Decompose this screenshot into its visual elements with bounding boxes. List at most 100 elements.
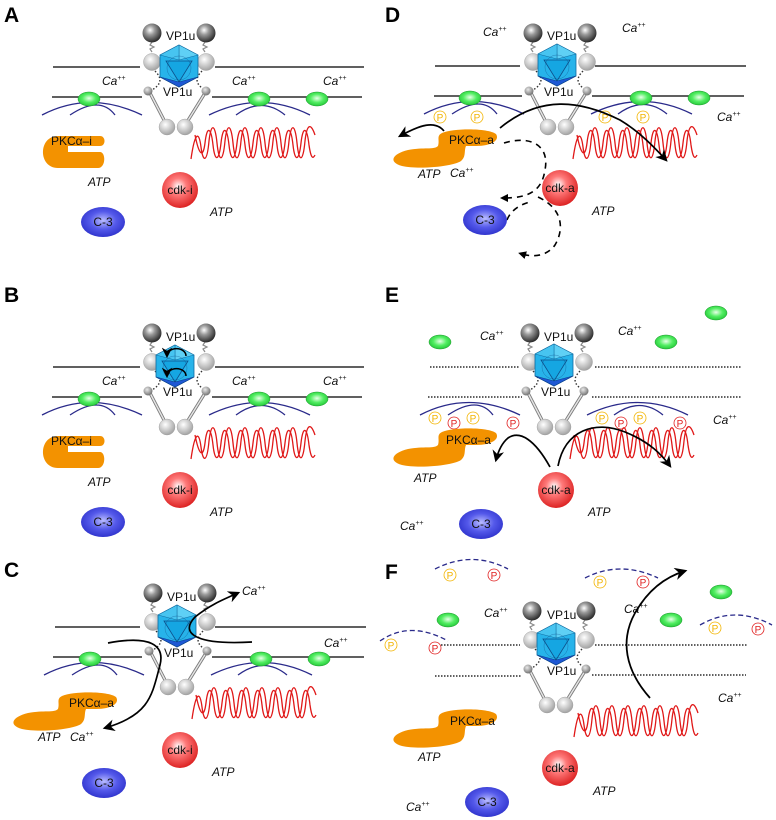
- svg-text:Ca++: Ca++: [713, 413, 737, 427]
- phospho-yellow: P: [384, 638, 398, 652]
- pkc-label: PKCα–a: [446, 433, 491, 447]
- helix: [190, 425, 316, 460]
- svg-text:Ca++: Ca++: [232, 374, 256, 388]
- lamina-arc: [237, 664, 288, 676]
- vp1u-capsid-icon: [155, 344, 195, 388]
- panel-label: C: [4, 559, 19, 582]
- c3-ellipse: [459, 509, 503, 539]
- ca-label: Ca++: [718, 691, 742, 705]
- svg-text:P: P: [599, 414, 606, 425]
- lamina-fragment: [379, 629, 449, 642]
- atp-label: ATP: [592, 784, 615, 798]
- panel-label: F: [385, 561, 398, 584]
- helix: [573, 703, 699, 738]
- phospho-yellow: P: [428, 411, 442, 425]
- ca-label: Ca++: [323, 74, 347, 88]
- pkc-label: PKCα–i: [51, 134, 92, 148]
- panel-label: E: [385, 284, 399, 307]
- atp-label: ATP: [209, 205, 232, 219]
- panel-a: A VP1u VP1u Ca++ Ca++ Ca++ PKCα–i ATP cd…: [4, 4, 364, 237]
- green-receptor: [247, 91, 271, 107]
- svg-text:P: P: [677, 419, 684, 430]
- vp1u-label: VP1u: [541, 385, 570, 399]
- lamina-arc: [235, 404, 286, 416]
- svg-text:P: P: [755, 625, 762, 636]
- vp1u-label: VP1u: [544, 330, 573, 344]
- panel-f: F P P P P P P P P VP1u VP1u Ca++ Ca++ Ca…: [379, 558, 773, 817]
- cdk-sphere: [542, 750, 578, 786]
- phospho-yellow: P: [433, 110, 447, 124]
- green-receptor: [629, 90, 653, 106]
- svg-text:Ca++: Ca++: [483, 25, 507, 39]
- c3-ellipse: [82, 768, 126, 798]
- atp-label: ATP: [417, 167, 440, 181]
- c3-ellipse: [81, 507, 125, 537]
- ca-label: Ca++: [717, 110, 741, 124]
- panel-label: B: [4, 284, 19, 307]
- vp1u-label: VP1u: [163, 85, 192, 99]
- svg-text:P: P: [451, 419, 458, 430]
- vp1u-capsid-icon: [536, 622, 576, 666]
- svg-text:P: P: [602, 113, 609, 124]
- green-receptor: [307, 651, 331, 667]
- vp1u-label: VP1u: [166, 330, 195, 344]
- green-receptor: [77, 391, 101, 407]
- panel-b: B VP1u VP1u Ca++ Ca++ Ca++ PKCα–i ATP cd…: [4, 284, 364, 537]
- svg-text:Ca++: Ca++: [102, 74, 126, 88]
- svg-text:P: P: [432, 644, 439, 655]
- panel-d: D P P P P VP1u VP1u Ca++ Ca++ Ca++ Ca++ …: [385, 4, 746, 259]
- cdk-to-helix-arrow: [557, 426, 672, 468]
- svg-text:P: P: [437, 113, 444, 124]
- ca-label: Ca++: [480, 329, 504, 343]
- cdk-sphere: [162, 732, 198, 768]
- lamina-arc: [69, 104, 116, 116]
- atp-label: ATP: [417, 750, 440, 764]
- green-receptor: [247, 391, 271, 407]
- pkc-to-helix-arrow: [499, 103, 668, 162]
- green-receptor: [249, 651, 273, 667]
- c3-label: C-3: [477, 795, 497, 809]
- phospho-yellow: P: [595, 411, 609, 425]
- pkc-label: PKCα–a: [69, 696, 114, 710]
- ca-label: Ca++: [713, 413, 737, 427]
- green-receptor: [305, 391, 329, 407]
- panel-c: C VP1u VP1u Ca++ Ca++ Ca++ PKCα–a ATP cd…: [4, 559, 366, 798]
- vp1u-label: VP1u: [547, 664, 576, 678]
- rotation-arrow: [161, 347, 187, 359]
- exit-arrow: [625, 567, 688, 699]
- svg-text:P: P: [597, 578, 604, 589]
- cdk-to-pkc-arrow: [492, 434, 551, 468]
- green-receptor-released: [704, 305, 728, 321]
- svg-text:Ca++: Ca++: [406, 800, 430, 814]
- phospho-red: P: [614, 416, 628, 430]
- green-receptor-released: [654, 334, 678, 350]
- svg-text:Ca++: Ca++: [717, 110, 741, 124]
- svg-text:P: P: [447, 571, 454, 582]
- ca-label: Ca++: [324, 636, 348, 650]
- dashed-cycle-arrow: [500, 139, 547, 202]
- phospho-red: P: [751, 622, 765, 636]
- svg-text:Ca++: Ca++: [102, 374, 126, 388]
- phospho-yellow: P: [633, 411, 647, 425]
- ca-label: Ca++: [102, 74, 126, 88]
- green-receptor: [78, 651, 102, 667]
- ca-label: Ca++: [232, 74, 256, 88]
- svg-text:Ca++: Ca++: [323, 74, 347, 88]
- svg-text:P: P: [510, 419, 517, 430]
- helix: [569, 425, 695, 460]
- phospho-yellow: P: [470, 110, 484, 124]
- pkc-signal-arrow: [397, 124, 445, 138]
- lamina-fragment: [584, 568, 659, 579]
- lamina-arc: [451, 103, 498, 115]
- svg-text:Ca++: Ca++: [622, 21, 646, 35]
- vp1u-label: VP1u: [547, 29, 576, 43]
- svg-text:Ca++: Ca++: [624, 602, 648, 616]
- ca-label: Ca++: [483, 25, 507, 39]
- atp-label: ATP: [37, 730, 60, 744]
- green-receptor-released: [436, 612, 460, 628]
- ca-label: Ca++: [618, 324, 642, 338]
- svg-text:Ca++: Ca++: [480, 329, 504, 343]
- vp1u-label: VP1u: [547, 608, 576, 622]
- ca-label: Ca++: [406, 800, 430, 814]
